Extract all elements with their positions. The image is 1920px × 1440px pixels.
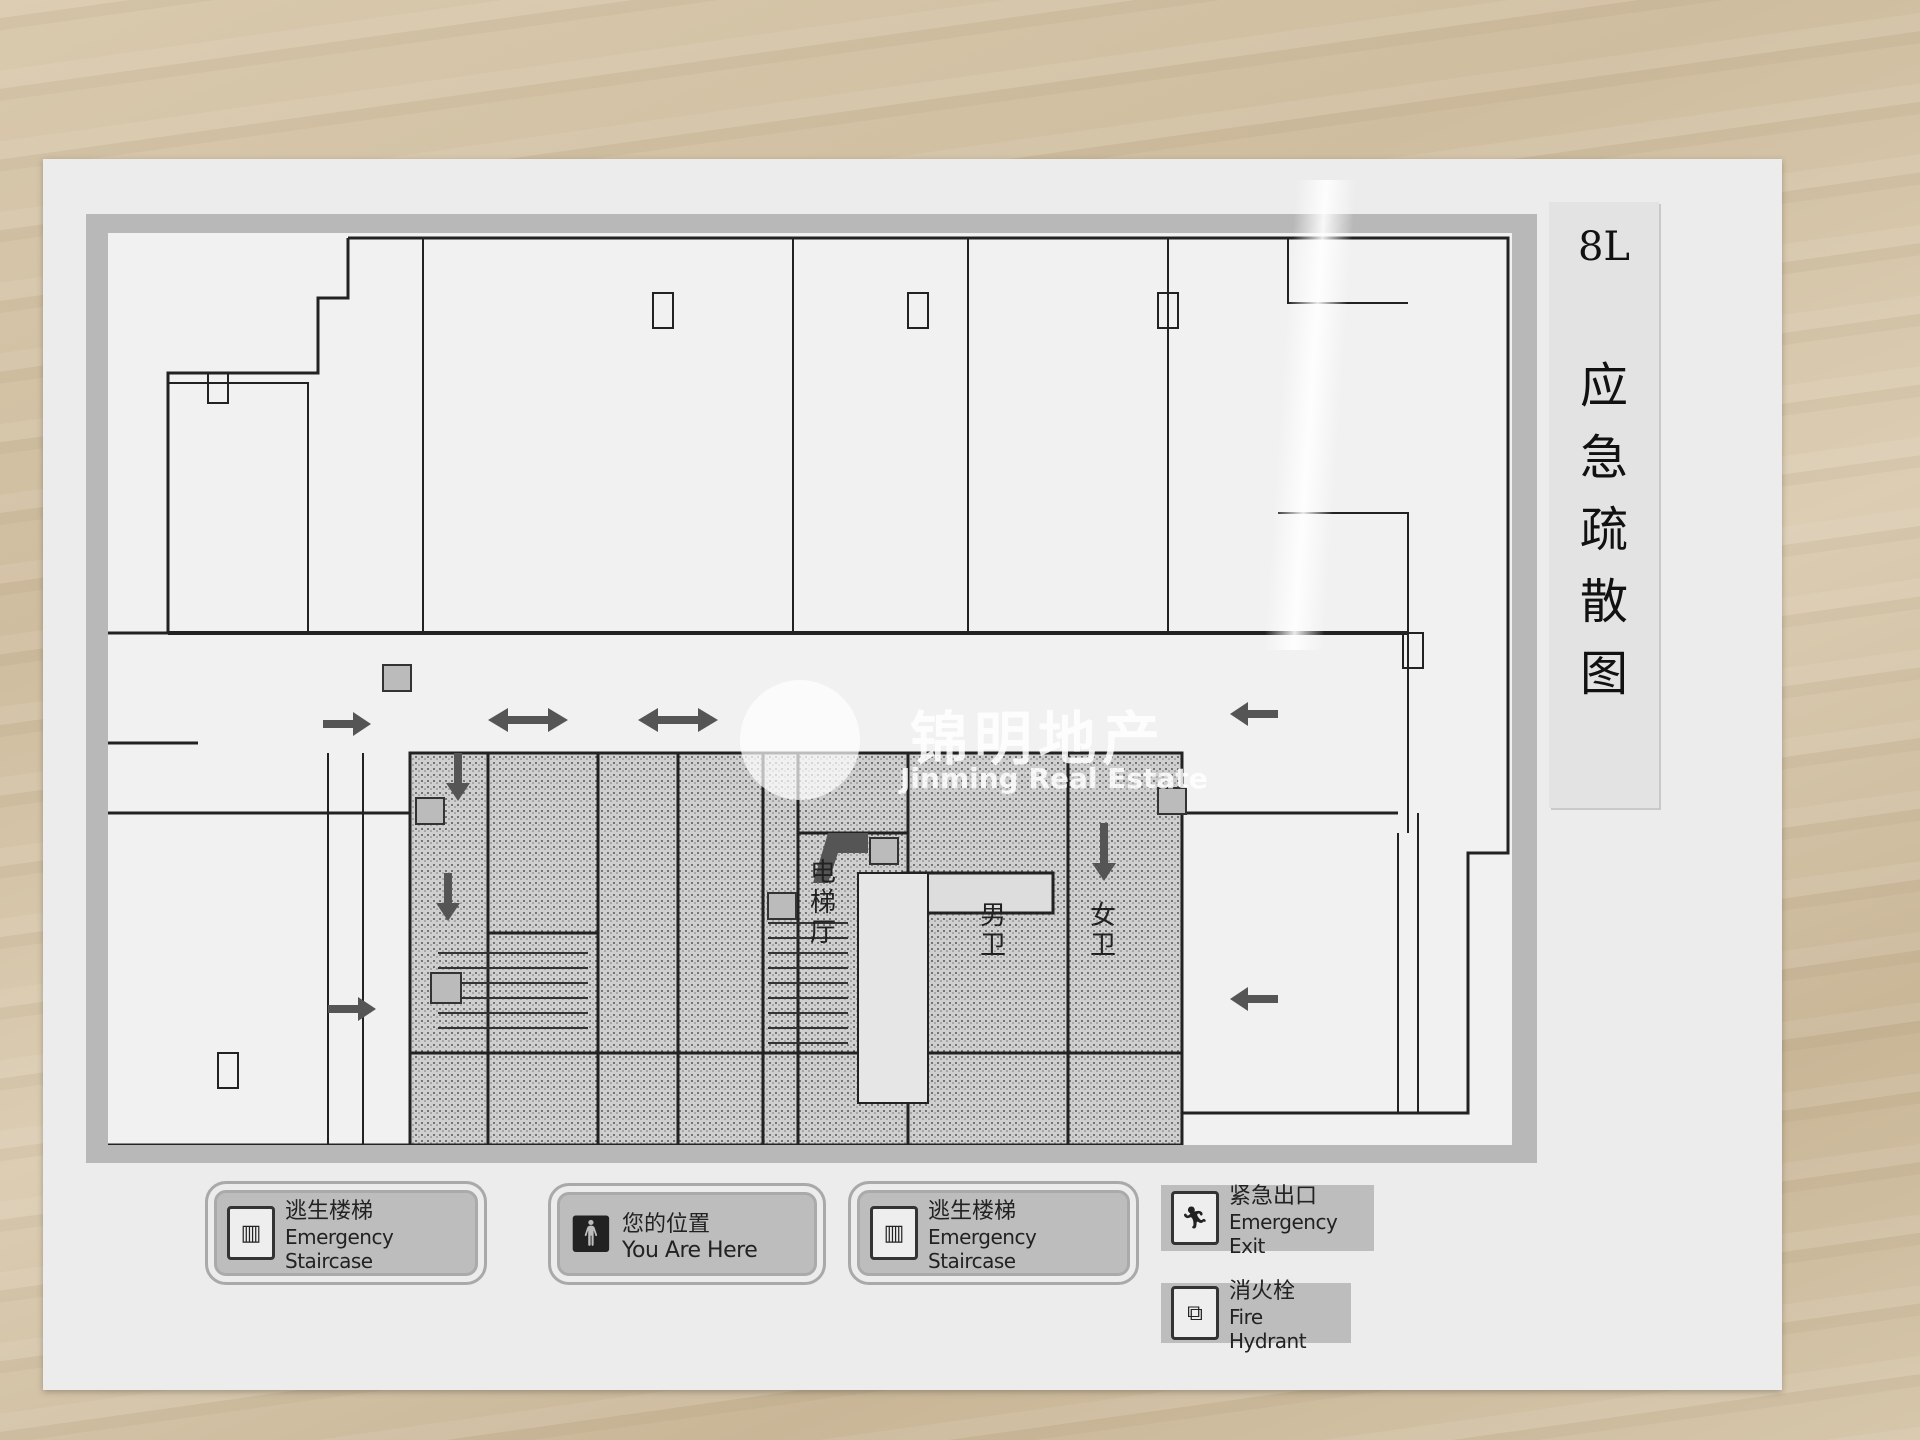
sign-title: 应急疏散图 bbox=[1579, 358, 1628, 702]
floor-plan-drawing bbox=[108, 236, 1510, 1145]
service-core bbox=[410, 753, 1182, 1145]
title-panel: 8L 应急疏散图 bbox=[1549, 202, 1659, 808]
legend-zh: 您的位置 bbox=[622, 1211, 711, 1237]
exit-icon: 🏃︎ bbox=[1171, 1191, 1219, 1245]
legend-en: Emergency Exit bbox=[1229, 1210, 1338, 1258]
legend-zh: 逃生楼梯 bbox=[285, 1199, 374, 1224]
label-mens-restroom: 男卫 bbox=[979, 901, 1006, 961]
legend-en: Emergency Staircase bbox=[928, 1225, 1037, 1273]
label-womens-restroom: 女卫 bbox=[1089, 901, 1116, 961]
legend-zh: 逃生楼梯 bbox=[928, 1199, 1017, 1224]
legend-zh: 消火栓 bbox=[1229, 1279, 1296, 1304]
floor-number: 8L bbox=[1577, 224, 1630, 270]
staircase-icon: ▥ bbox=[227, 1206, 275, 1260]
label-elevator-hall: 电梯厅 bbox=[809, 858, 836, 948]
watermark-logo bbox=[740, 680, 860, 800]
floor-plan: 电梯厅 男卫 女卫 bbox=[108, 233, 1512, 1145]
legend-en: Emergency Staircase bbox=[285, 1225, 394, 1273]
legend-zh: 紧急出口 bbox=[1229, 1184, 1318, 1209]
legend-en: You Are Here bbox=[622, 1237, 758, 1263]
person-icon: 🚹︎ bbox=[568, 1214, 614, 1255]
watermark-zh: 锦明地产 bbox=[910, 705, 1167, 773]
evacuation-arrows bbox=[323, 702, 1278, 1021]
watermark-en: Jinming Real Estate bbox=[900, 762, 1208, 795]
map-symbols bbox=[382, 664, 1187, 1004]
hydrant-icon: ⧉ bbox=[1171, 1286, 1219, 1340]
staircase-icon: ▥ bbox=[870, 1206, 918, 1260]
legend-en: Fire Hydrant bbox=[1229, 1305, 1307, 1353]
outer-wall-left bbox=[108, 238, 350, 635]
